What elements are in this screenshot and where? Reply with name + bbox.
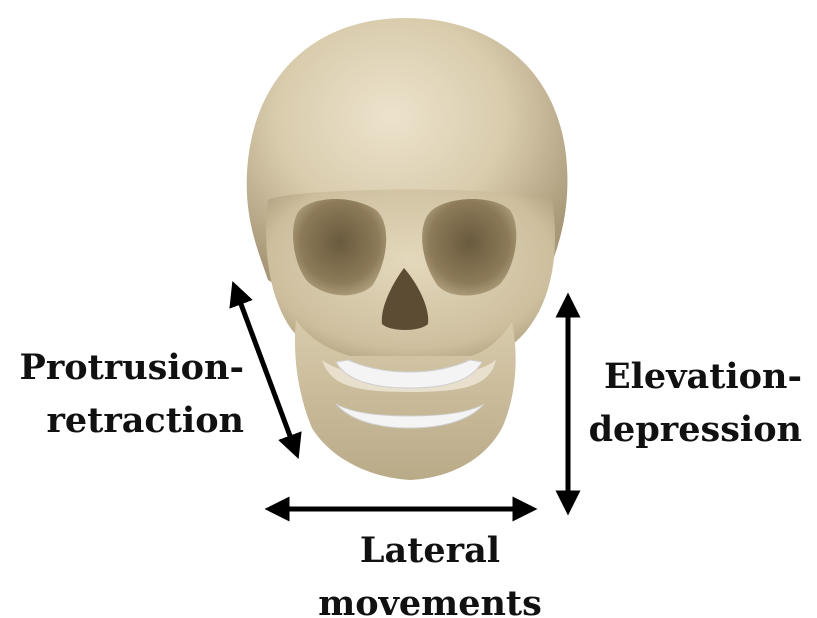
protrusion-retraction-label: Protrusion- retraction [16,341,244,447]
lateral-label-line1: Lateral [300,524,560,577]
elevation-depression-label: Elevation- depression [584,350,802,456]
skull-illustration [247,18,568,480]
elevation-label-line1: Elevation- [584,350,802,403]
skull-orbit-right [422,199,516,296]
protrusion-label-line2: retraction [16,394,244,447]
elevation-label-line2: depression [584,403,802,456]
lateral-label-line2: movements [300,577,560,618]
lateral-movements-label: Lateral movements [300,524,560,618]
protrusion-label-line1: Protrusion- [16,341,244,394]
